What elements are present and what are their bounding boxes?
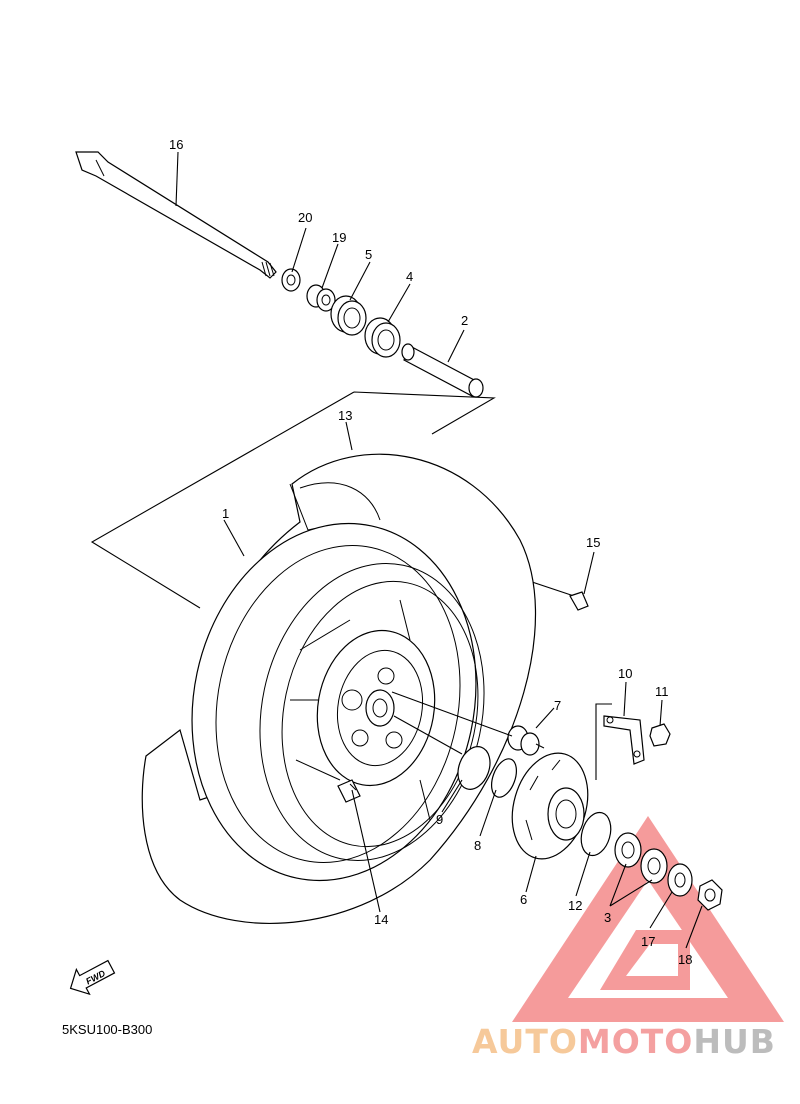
nut-part [697, 879, 723, 911]
brand-part-3: HUB [693, 1022, 776, 1061]
callout-6: 6 [520, 892, 527, 907]
leader-lines [175, 151, 703, 949]
bracket-part [603, 715, 645, 765]
callout-12: 12 [568, 898, 582, 913]
washer-17-part [667, 863, 693, 897]
brand-watermark: AUTOMOTOHUB [472, 1022, 776, 1061]
o-ring-8-part [491, 758, 517, 798]
spacer-part [401, 343, 484, 398]
brand-part-2: MOTO [577, 1022, 694, 1061]
washer-part [281, 268, 301, 292]
callout-1: 1 [222, 506, 229, 521]
callout-17: 17 [641, 934, 655, 949]
callout-18: 18 [678, 952, 692, 967]
callout-8: 8 [474, 838, 481, 853]
callout-3: 3 [604, 910, 611, 925]
brand-part-1: AUTO [472, 1022, 578, 1061]
watermark-logo [512, 816, 784, 1022]
collar-part [306, 284, 336, 312]
nut-11-part [649, 723, 671, 747]
callout-14: 14 [374, 912, 388, 927]
collar-7-part [507, 725, 545, 756]
callout-20: 20 [298, 210, 312, 225]
bearing-3-part [614, 832, 668, 884]
callout-4: 4 [406, 269, 413, 284]
oil-seal-part [580, 811, 612, 857]
assembly-bracket [90, 391, 496, 609]
callout-5: 5 [365, 247, 372, 262]
callout-15: 15 [586, 535, 600, 550]
callout-16: 16 [169, 137, 183, 152]
clutch-hub-part [511, 752, 589, 860]
callout-13: 13 [338, 408, 352, 423]
o-ring-9-part [457, 746, 491, 790]
hub-part [316, 629, 436, 787]
callout-2: 2 [461, 313, 468, 328]
callout-9: 9 [436, 812, 443, 827]
callout-10: 10 [618, 666, 632, 681]
bearing-5-part [330, 295, 367, 336]
fwd-arrow-icon: FWD [69, 959, 116, 996]
callout-11: 11 [655, 684, 669, 699]
callout-7: 7 [554, 698, 561, 713]
callout-19: 19 [332, 230, 346, 245]
bolt-part [337, 779, 361, 803]
valve-part [569, 591, 589, 611]
diagram-code: 5KSU100-B300 [62, 1022, 153, 1037]
bearing-4-part [364, 317, 401, 358]
axle-part [75, 151, 277, 279]
